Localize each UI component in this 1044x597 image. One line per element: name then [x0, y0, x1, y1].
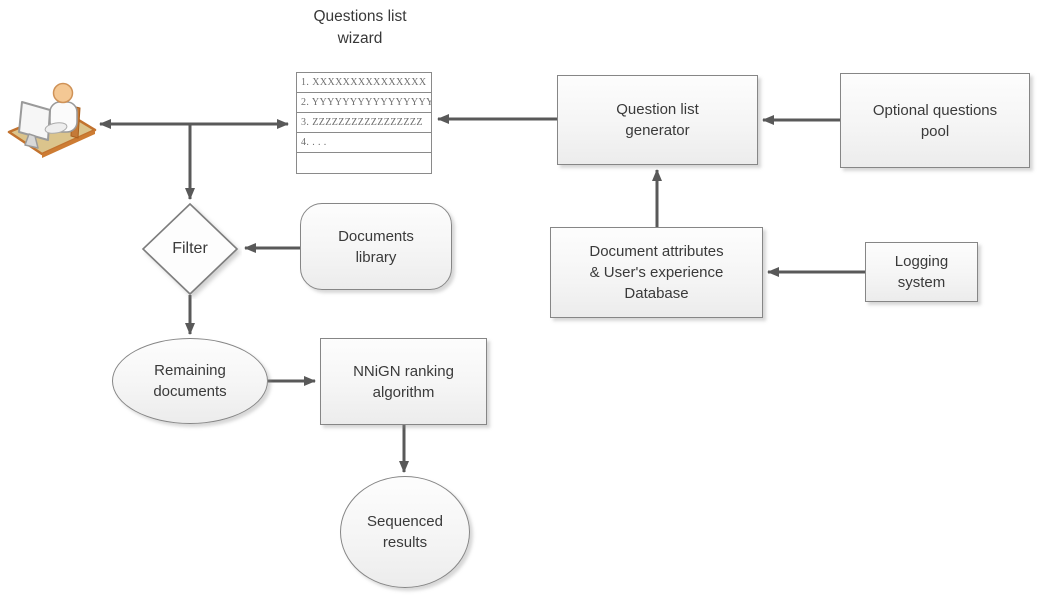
question-row-2: 2. YYYYYYYYYYYYYYYY [297, 93, 431, 113]
node-question-list-generator: Question list generator [557, 75, 758, 165]
title-line-1: Questions list [313, 8, 407, 25]
node-documents-library: Documents library [300, 203, 452, 290]
node-label: Filter [172, 240, 208, 257]
question-row-3: 3. ZZZZZZZZZZZZZZZZZ [297, 113, 431, 133]
node-label: Logging [894, 253, 949, 270]
node-filter-decision: Filter [138, 199, 242, 299]
node-label: system [897, 274, 946, 291]
node-label: Remaining [154, 362, 226, 379]
node-label: Optional questions [872, 101, 998, 119]
question-row-1: 1. XXXXXXXXXXXXXXX [297, 73, 431, 93]
node-nnign-ranking-algorithm: NNiGN ranking algorithm [320, 338, 487, 425]
person-at-computer-icon [7, 82, 97, 158]
title-line-2: wizard [337, 30, 383, 47]
node-label: Documents [338, 227, 414, 245]
node-optional-questions-pool: Optional questions pool [840, 73, 1030, 168]
user-at-computer [6, 80, 98, 164]
node-label: Question list [616, 101, 699, 118]
node-label: pool [920, 122, 950, 140]
node-logging-system: Logging system [865, 242, 978, 302]
node-label: NNiGN ranking [353, 362, 454, 380]
node-label: Sequenced [367, 513, 443, 530]
questions-list-wizard-title: Questions list wizard [280, 6, 440, 50]
node-label: algorithm [372, 383, 435, 401]
node-document-attributes-database: Document attributes & User's experience … [550, 227, 763, 318]
questions-list-wizard-box: 1. XXXXXXXXXXXXXXX 2. YYYYYYYYYYYYYYYY 3… [296, 72, 432, 174]
node-label: generator [625, 122, 690, 139]
node-label: documents [153, 383, 227, 400]
node-label: & User's experience [589, 264, 724, 281]
node-label: Document attributes [589, 243, 724, 260]
node-remaining-documents: Remaining documents [112, 338, 268, 424]
question-row-4: 4. . . . [297, 133, 431, 153]
diamond-shape [141, 202, 239, 296]
question-row-5 [297, 153, 431, 173]
node-label: results [382, 534, 428, 551]
node-label: library [355, 248, 397, 266]
node-sequenced-results: Sequenced results [340, 476, 470, 588]
node-label: Database [624, 285, 689, 302]
